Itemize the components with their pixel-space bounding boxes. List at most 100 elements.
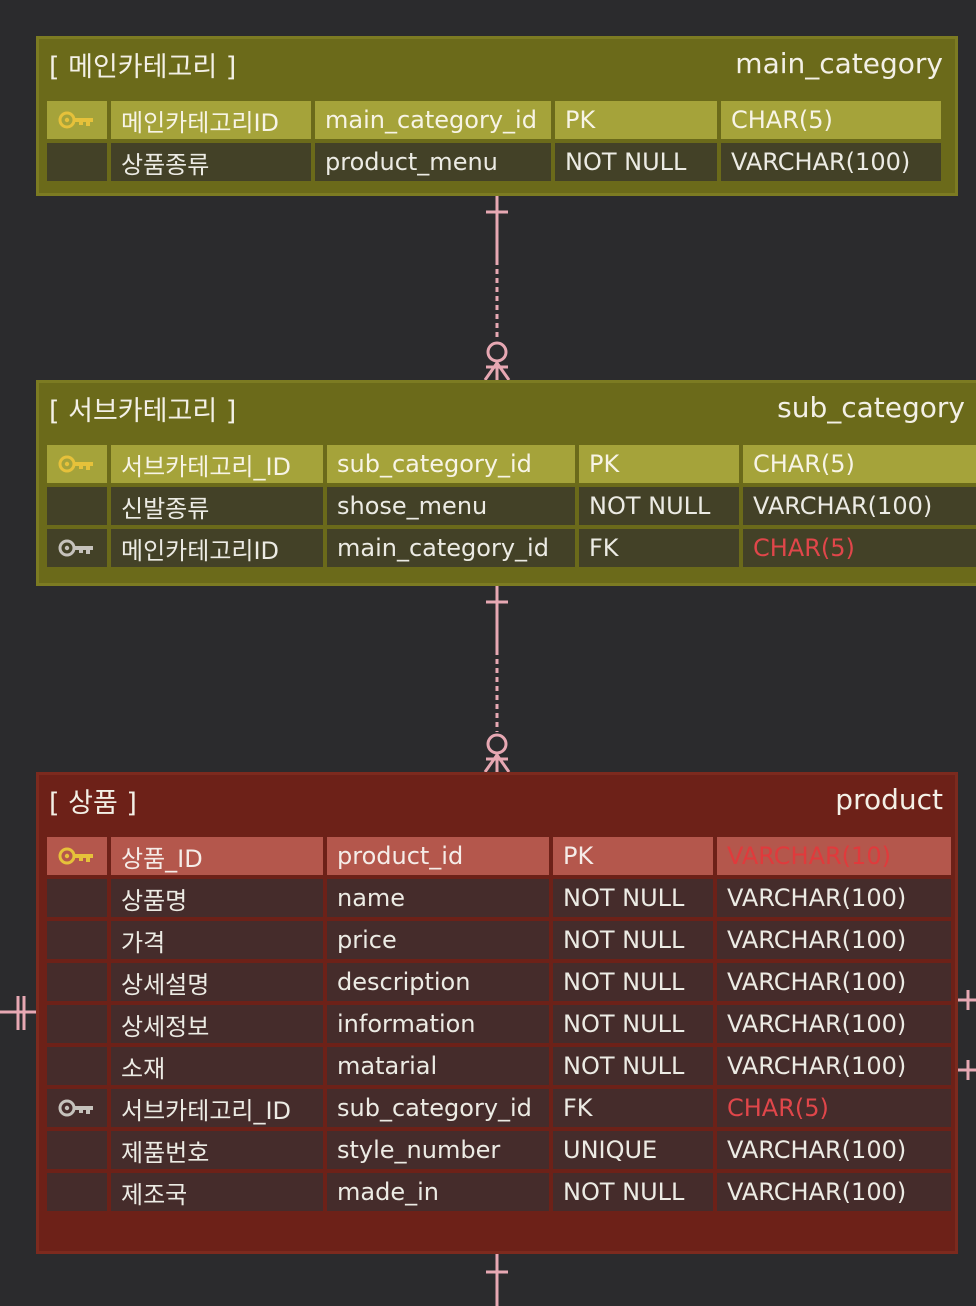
relationship-sub-to-product (483, 586, 511, 773)
column-name: main_category_id (315, 101, 551, 139)
key-cell (47, 1005, 107, 1043)
column-korean-name: 가격 (111, 921, 323, 959)
key-cell (47, 101, 107, 139)
column-constraint: UNIQUE (553, 1131, 713, 1169)
column-name: sub_category_id (327, 445, 575, 483)
entity-header: [ 메인카테고리 ] main_category (39, 39, 955, 97)
key-cell (47, 445, 107, 483)
key-icon-gold (58, 847, 93, 865)
entity-header: [ 서브카테고리 ] sub_category (39, 383, 976, 441)
column-korean-name: 서브카테고리_ID (111, 445, 323, 483)
column-type: VARCHAR(100) (717, 963, 951, 1001)
key-cell (47, 487, 107, 525)
column-type: VARCHAR(100) (717, 1131, 951, 1169)
key-cell (47, 879, 107, 917)
column-constraint: FK (579, 529, 739, 567)
column-type: VARCHAR(100) (743, 487, 976, 525)
column-constraint: PK (555, 101, 717, 139)
entity-table-name: sub_category (777, 391, 965, 424)
column-type: VARCHAR(100) (717, 1005, 951, 1043)
column-type: CHAR(5) (717, 1089, 951, 1127)
column-type: VARCHAR(100) (721, 143, 941, 181)
column-name: product_id (327, 837, 549, 875)
entity-table-name: main_category (735, 47, 943, 80)
key-cell (47, 529, 107, 567)
column-korean-name: 제품번호 (111, 1131, 323, 1169)
column-name: sub_category_id (327, 1089, 549, 1127)
column-type: VARCHAR(100) (717, 921, 951, 959)
column-korean-name: 소재 (111, 1047, 323, 1085)
column-type: CHAR(5) (743, 529, 976, 567)
key-cell (47, 1047, 107, 1085)
column-name: product_menu (315, 143, 551, 181)
column-constraint: NOT NULL (553, 1173, 713, 1211)
entity-korean-name: [ 상품 ] (49, 788, 137, 819)
column-korean-name: 상세정보 (111, 1005, 323, 1043)
column-constraint: NOT NULL (553, 1005, 713, 1043)
entity-table-name: product (835, 783, 943, 816)
column-constraint: PK (553, 837, 713, 875)
key-cell (47, 963, 107, 1001)
column-korean-name: 신발종류 (111, 487, 323, 525)
key-cell (47, 1089, 107, 1127)
entity-korean-name: [ 메인카테고리 ] (49, 52, 237, 83)
column-korean-name: 제조국 (111, 1173, 323, 1211)
column-constraint: NOT NULL (555, 143, 717, 181)
entity-korean-name: [ 서브카테고리 ] (49, 396, 237, 427)
column-type: VARCHAR(100) (717, 1047, 951, 1085)
column-type: VARCHAR(100) (717, 879, 951, 917)
column-constraint: PK (579, 445, 739, 483)
column-name: matarial (327, 1047, 549, 1085)
relationship-product-right (957, 990, 976, 1080)
relationship-main-to-sub (483, 196, 511, 381)
column-name: description (327, 963, 549, 1001)
key-icon-grey (58, 1099, 93, 1117)
column-korean-name: 상품명 (111, 879, 323, 917)
key-cell (47, 143, 107, 181)
relationship-product-left (0, 996, 36, 1030)
column-korean-name: 서브카테고리_ID (111, 1089, 323, 1127)
key-cell (47, 1173, 107, 1211)
key-icon-gold (58, 455, 93, 473)
key-icon-gold (58, 111, 93, 129)
column-korean-name: 메인카테고리ID (111, 529, 323, 567)
column-constraint: NOT NULL (579, 487, 739, 525)
column-constraint: FK (553, 1089, 713, 1127)
key-icon-grey (58, 539, 93, 557)
column-type: VARCHAR(10) (717, 837, 951, 875)
column-name: price (327, 921, 549, 959)
column-name: name (327, 879, 549, 917)
entity-header: [ 상품 ] product (39, 775, 955, 833)
column-constraint: NOT NULL (553, 879, 713, 917)
key-cell (47, 837, 107, 875)
column-name: main_category_id (327, 529, 575, 567)
key-cell (47, 1131, 107, 1169)
column-constraint: NOT NULL (553, 921, 713, 959)
column-type: CHAR(5) (721, 101, 941, 139)
column-name: shose_menu (327, 487, 575, 525)
column-korean-name: 상세설명 (111, 963, 323, 1001)
column-name: style_number (327, 1131, 549, 1169)
column-korean-name: 상품_ID (111, 837, 323, 875)
column-korean-name: 메인카테고리ID (111, 101, 311, 139)
column-name: made_in (327, 1173, 549, 1211)
